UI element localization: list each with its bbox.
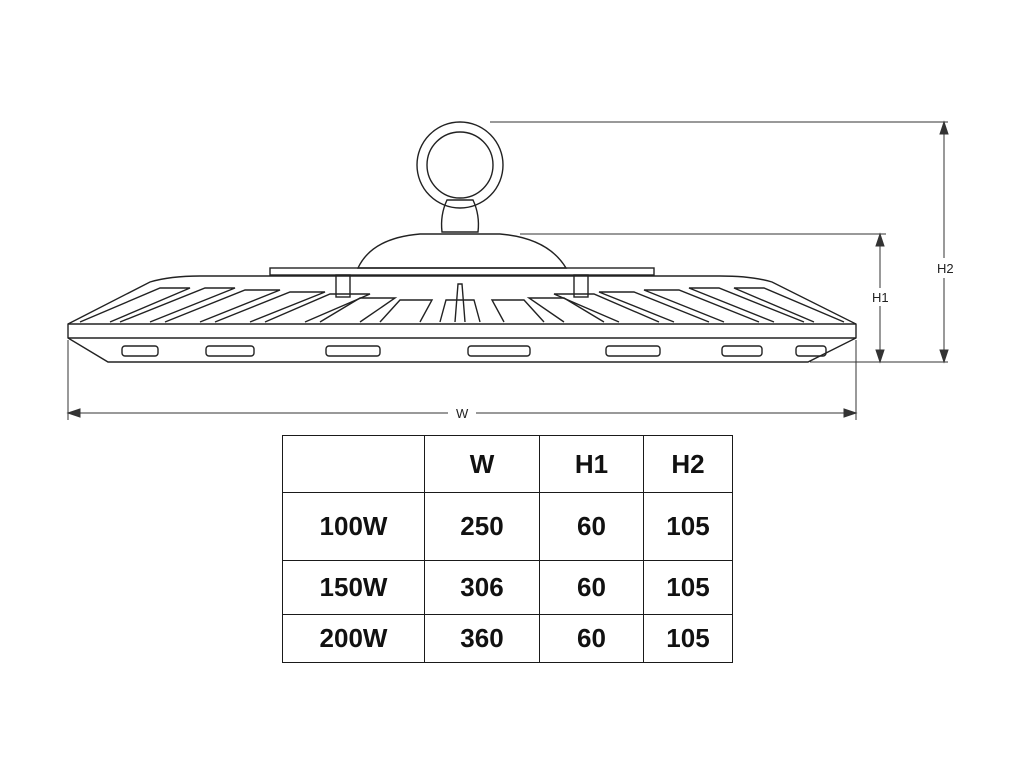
table-row: 150W 306 60 105 [282,560,733,615]
table-cell: 60 [539,492,644,561]
table-cell: 150W [282,560,425,615]
mount-plate [269,267,655,276]
table-cell: 105 [643,614,733,663]
table-cell: 250 [424,492,540,561]
h1-label: H1 [872,290,889,305]
lamp-dimension-drawing: H2 H1 W [66,120,954,421]
w-label: W [456,406,469,421]
table-cell: 105 [643,560,733,615]
header-cell: H1 [539,435,644,493]
table-cell: 60 [539,614,644,663]
table-cell: 100W [282,492,425,561]
header-cell: W [424,435,540,493]
hanging-ring-inner [426,131,494,199]
hanging-ring [416,121,504,209]
spec-table: W H1 H2 100W 250 60 105 150W 306 60 105 … [282,435,733,663]
table-cell: 306 [424,560,540,615]
dimension-lines [66,120,949,420]
high-bay-lamp [67,121,857,363]
table-row: 200W 360 60 105 [282,614,733,663]
header-cell: H2 [643,435,733,493]
ring-neck [440,199,480,233]
table-row: 100W 250 60 105 [282,492,733,561]
table-header-row: W H1 H2 [282,435,733,493]
heatsink-body [67,275,857,363]
h2-label: H2 [937,261,954,276]
header-cell [282,435,425,493]
table-cell: 360 [424,614,540,663]
table-cell: 200W [282,614,425,663]
table-cell: 105 [643,492,733,561]
driver-dome [356,233,568,269]
table-cell: 60 [539,560,644,615]
